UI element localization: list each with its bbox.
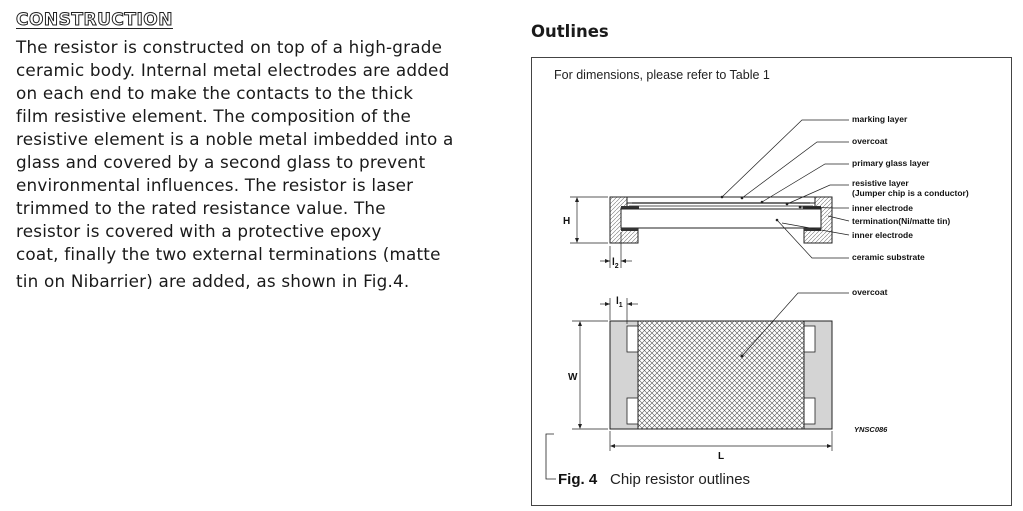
construction-paragraph: The resistor is constructed on top of a … (16, 36, 486, 293)
chip-resistor-drawing: marking layer overcoat primary glass lay… (545, 114, 969, 488)
dim-l2: l2 (612, 257, 619, 270)
dim-l1: l1 (616, 296, 623, 309)
paragraph-line: resistive element is a noble metal imbed… (16, 129, 454, 149)
label-marking-layer: marking layer (852, 114, 908, 124)
paragraph-line: environmental influences. The resistor i… (16, 175, 414, 195)
construction-heading: CONSTRUCTION (16, 10, 173, 31)
construction-section: CONSTRUCTION The resistor is constructed… (16, 10, 486, 293)
dimensions-note: For dimensions, please refer to Table 1 (554, 68, 770, 82)
paragraph-line: The resistor is constructed on top of a … (16, 37, 443, 57)
overcoat-layer (626, 196, 816, 204)
paragraph-line: glass and covered by a second glass to p… (16, 152, 426, 172)
label-resistive-layer: resistive layer (852, 178, 909, 188)
label-termination: termination(Ni/matte tin) (852, 216, 950, 226)
dim-L: L (718, 451, 724, 462)
outlines-title: Outlines (531, 22, 609, 41)
ceramic-substrate (620, 208, 822, 229)
drawing-code: YNSC086 (854, 425, 888, 434)
paragraph-line: resistor is covered with a protective ep… (16, 221, 382, 241)
paragraph-line: on each end to make the contacts to the … (16, 83, 414, 103)
label-overcoat: overcoat (852, 136, 888, 146)
paragraph-line: film resistive element. The composition … (16, 106, 412, 126)
paragraph-line: trimmed to the rated resistance value. T… (16, 198, 386, 218)
label-primary-glass-layer: primary glass layer (852, 158, 930, 168)
label-inner-electrode: inner electrode (852, 230, 913, 240)
paragraph-line: tin on Nibarrier) are added, as shown in… (16, 271, 410, 291)
overcoat-area (637, 320, 805, 430)
inner-electrode-left (621, 206, 639, 209)
top-view: overcoat l1 W (568, 287, 888, 462)
figure-number: Fig. 4 (558, 471, 598, 488)
label-top-overcoat: overcoat (852, 287, 888, 297)
label-ceramic-substrate: ceramic substrate (852, 252, 925, 262)
paragraph-line: ceramic body. Internal metal electrodes … (16, 60, 450, 80)
side-view: marking layer overcoat primary glass lay… (563, 114, 969, 270)
label-inner-electrode: inner electrode (852, 203, 913, 213)
label-jumper-note: (Jumper chip is a conductor) (852, 188, 969, 198)
paragraph-line: coat, finally the two external terminati… (16, 244, 441, 264)
dim-W: W (568, 372, 578, 383)
figure-caption: Chip resistor outlines (610, 471, 750, 488)
figure-frame: For dimensions, please refer to Table 1 (531, 57, 1012, 506)
dim-H: H (563, 216, 570, 227)
